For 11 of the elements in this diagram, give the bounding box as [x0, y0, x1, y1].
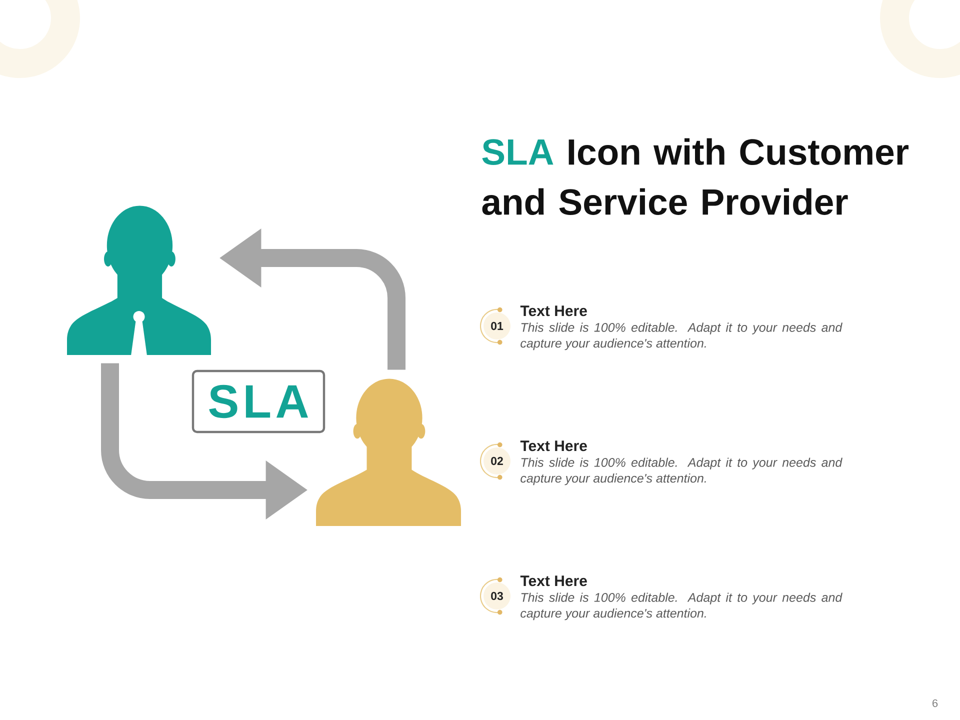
item-heading: Text Here [520, 306, 587, 316]
item-heading: Text Here [520, 576, 587, 586]
text-box: SLA [192, 370, 326, 434]
person-icon [67, 206, 211, 355]
item-text: This slide is 100% editable. Adapt it to your needs and capture your audience's attention. [520, 322, 842, 350]
title: SLA Icon with Customer and Service Provider [482, 138, 909, 215]
item-text: This slide is 100% editable. Adapt it to your needs and capture your audience's attention. [520, 458, 842, 486]
item-heading: Text Here [520, 440, 587, 452]
person-icon [316, 378, 461, 526]
page-number: 6 [932, 699, 938, 708]
item-text: This slide is 100% editable. Adapt it to your needs and capture your audience's attention. [520, 592, 842, 620]
